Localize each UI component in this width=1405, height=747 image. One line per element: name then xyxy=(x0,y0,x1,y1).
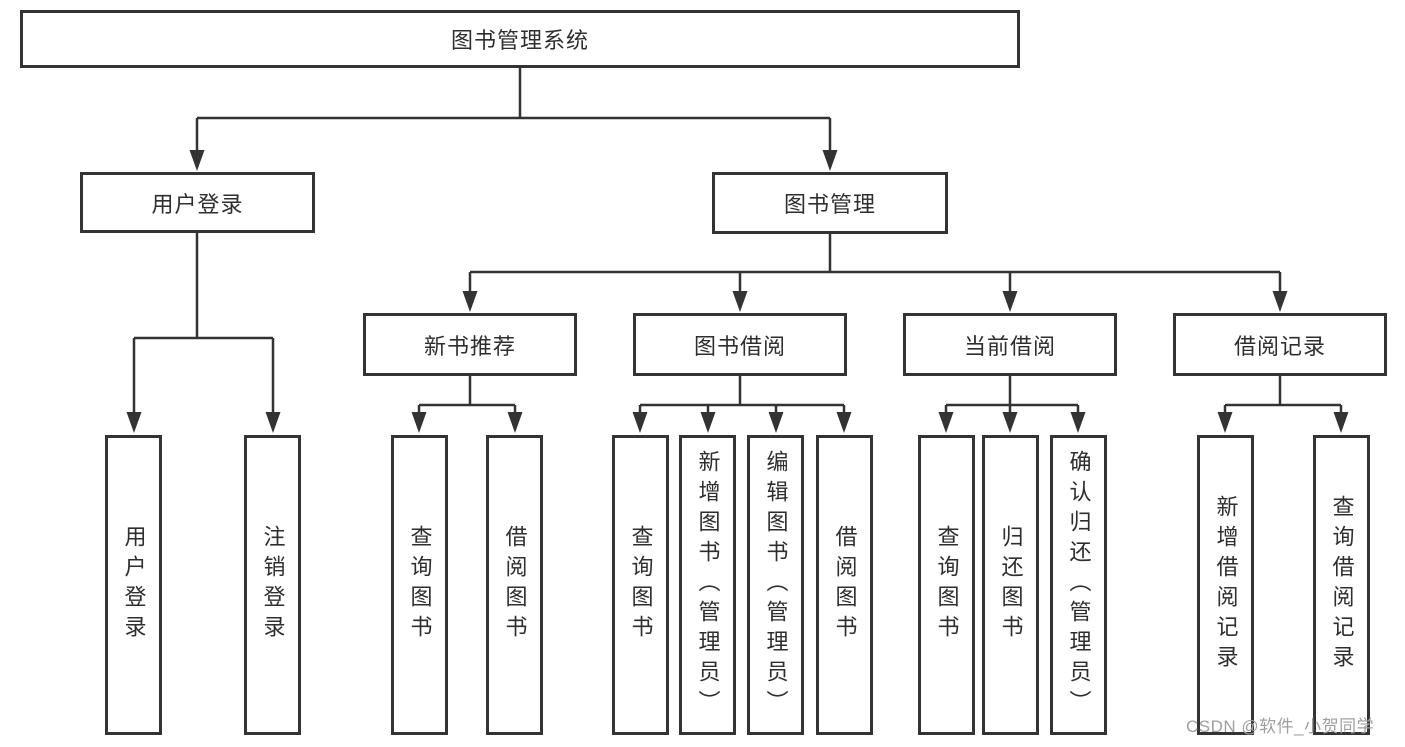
leaf-logout: 注销登录 xyxy=(244,435,301,735)
leaf-add-book-admin: 新增图书（管理员） xyxy=(679,435,736,735)
leaf-confirm-return-admin-label: 确认归还（管理员） xyxy=(1066,450,1092,720)
node-new-book-recommend: 新书推荐 xyxy=(363,313,577,376)
node-root-system: 图书管理系统 xyxy=(20,10,1020,68)
leaf-query-books-current-label: 查询图书 xyxy=(934,525,960,645)
leaf-query-books-borrow-label: 查询图书 xyxy=(628,525,654,645)
node-root-label: 图书管理系统 xyxy=(450,28,589,53)
node-book-borrow: 图书借阅 xyxy=(633,313,847,376)
node-user-login: 用户登录 xyxy=(80,172,315,233)
leaf-query-books-borrow: 查询图书 xyxy=(612,435,669,735)
node-borrow-records-label: 借阅记录 xyxy=(1233,333,1326,359)
leaf-user-login-label: 用户登录 xyxy=(121,525,147,645)
node-book-management: 图书管理 xyxy=(712,172,948,234)
leaf-borrow-books: 借阅图书 xyxy=(816,435,873,735)
leaf-borrow-books-label: 借阅图书 xyxy=(832,525,858,645)
leaf-return-book-label: 归还图书 xyxy=(998,525,1024,645)
leaf-query-borrow-record-label: 查询借阅记录 xyxy=(1329,495,1355,675)
leaf-confirm-return-admin: 确认归还（管理员） xyxy=(1050,435,1107,735)
leaf-query-books-recommend: 查询图书 xyxy=(391,435,448,735)
node-user-login-label: 用户登录 xyxy=(151,191,244,217)
leaf-return-book: 归还图书 xyxy=(982,435,1039,735)
leaf-borrow-books-recommend: 借阅图书 xyxy=(486,435,543,735)
leaf-add-borrow-record-label: 新增借阅记录 xyxy=(1213,495,1239,675)
node-book-management-label: 图书管理 xyxy=(783,192,876,217)
csdn-watermark: CSDN @软件_小贺同学 xyxy=(1186,717,1375,736)
node-current-borrow: 当前借阅 xyxy=(903,313,1117,376)
leaf-add-book-admin-label: 新增图书（管理员） xyxy=(695,450,721,720)
leaf-query-books-current: 查询图书 xyxy=(918,435,975,735)
leaf-query-books-recommend-label: 查询图书 xyxy=(407,525,433,645)
node-new-book-recommend-label: 新书推荐 xyxy=(423,333,516,359)
leaf-user-login: 用户登录 xyxy=(105,435,162,735)
leaf-edit-book-admin-label: 编辑图书（管理员） xyxy=(763,450,789,720)
node-book-borrow-label: 图书借阅 xyxy=(693,333,786,359)
leaf-borrow-books-recommend-label: 借阅图书 xyxy=(502,525,528,645)
leaf-edit-book-admin: 编辑图书（管理员） xyxy=(747,435,804,735)
leaf-add-borrow-record: 新增借阅记录 xyxy=(1197,435,1254,735)
leaf-query-borrow-record: 查询借阅记录 xyxy=(1313,435,1370,735)
leaf-logout-label: 注销登录 xyxy=(260,525,286,645)
node-current-borrow-label: 当前借阅 xyxy=(963,333,1056,359)
node-borrow-records: 借阅记录 xyxy=(1173,313,1387,376)
